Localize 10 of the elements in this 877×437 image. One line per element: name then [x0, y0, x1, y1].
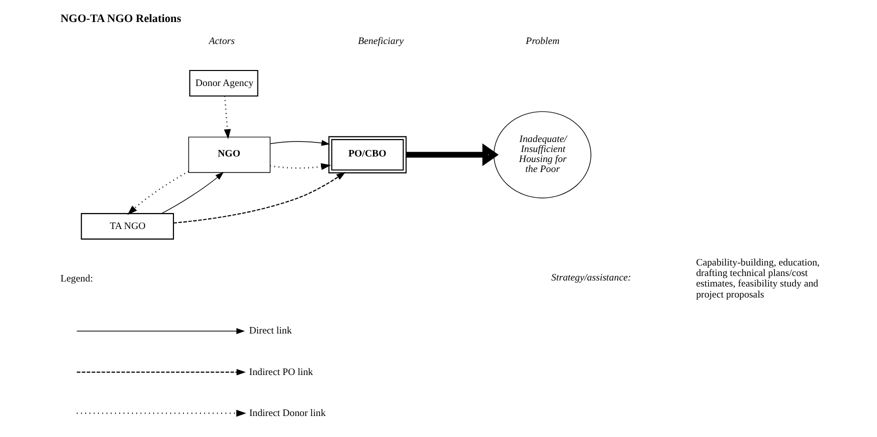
legend-label: Indirect Donor link	[249, 408, 326, 419]
label: Actors	[208, 36, 235, 48]
label: Legend:	[60, 273, 93, 284]
legend-label: Indirect PO link	[249, 366, 314, 378]
diagram-title: NGO-TA NGO Relations	[60, 13, 182, 26]
legend-label: Direct link	[249, 326, 292, 337]
label: Strategy/assistance:	[551, 272, 632, 284]
label: Capability-building, education, drafting technical plans/cost estimates, feasibility study and project proposals	[696, 257, 820, 300]
label: Beneficiary	[358, 36, 404, 48]
label: Problem	[526, 36, 560, 48]
